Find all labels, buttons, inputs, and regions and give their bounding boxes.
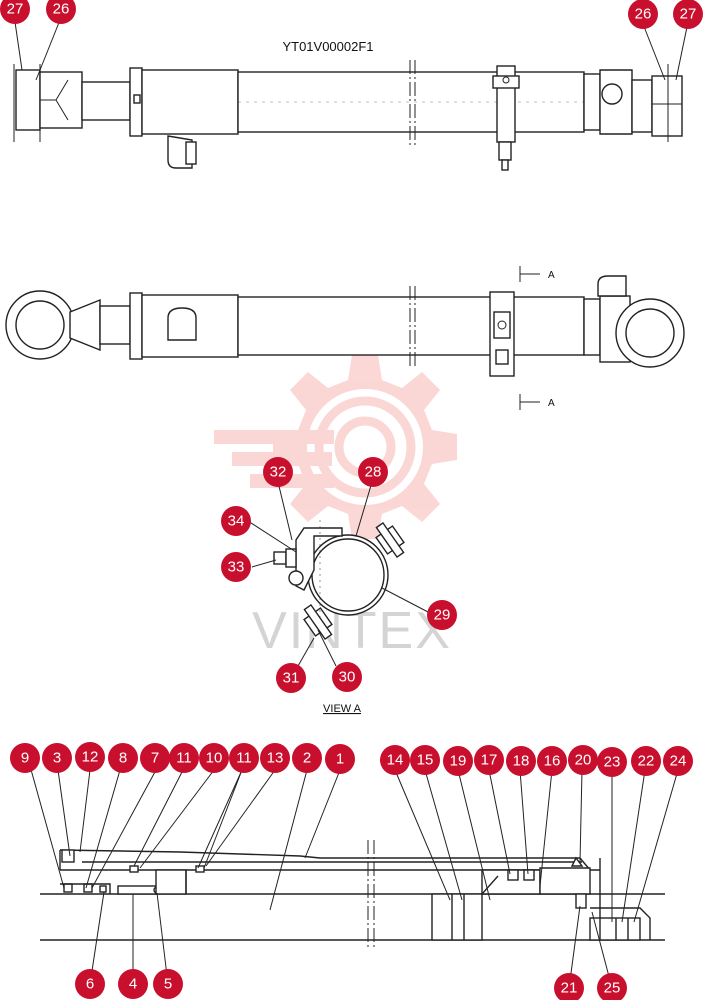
svg-text:11: 11	[236, 750, 252, 767]
svg-text:1: 1	[336, 751, 344, 768]
svg-text:16: 16	[544, 753, 561, 770]
svg-text:4: 4	[129, 976, 137, 993]
callout-14: 14	[380, 745, 410, 775]
callout-12: 12	[75, 742, 105, 772]
svg-text:6: 6	[86, 976, 94, 993]
svg-text:8: 8	[119, 750, 127, 767]
callout-28: 28	[358, 457, 388, 487]
svg-text:24: 24	[670, 753, 687, 770]
callout-22: 22	[631, 746, 661, 776]
svg-text:18: 18	[513, 753, 530, 770]
svg-text:2: 2	[303, 750, 311, 767]
callout-4: 4	[118, 969, 148, 999]
svg-text:5: 5	[164, 976, 172, 993]
callout-9: 9	[10, 743, 40, 773]
svg-text:9: 9	[21, 750, 29, 767]
callout-1: 1	[325, 744, 355, 774]
callout-30: 30	[332, 662, 362, 692]
svg-text:30: 30	[339, 669, 356, 686]
callout-27-right: 27	[673, 0, 703, 29]
drawing-code: YT01V00002F1	[282, 39, 373, 54]
svg-text:17: 17	[481, 752, 498, 769]
svg-text:20: 20	[575, 752, 592, 769]
callout-26-right: 26	[628, 0, 658, 29]
svg-text:15: 15	[417, 752, 434, 769]
cylinder-top-view	[13, 60, 683, 171]
callout-26-left: 26	[46, 0, 76, 24]
svg-text:25: 25	[604, 980, 621, 997]
svg-text:13: 13	[267, 750, 284, 767]
svg-text:7: 7	[151, 750, 159, 767]
callout-21: 21	[554, 973, 584, 1000]
callout-24: 24	[663, 746, 693, 776]
callout-27-left: 27	[0, 0, 30, 24]
leader-lines	[14, 19, 689, 989]
svg-text:27: 27	[7, 1, 24, 18]
callout-11-left: 11	[169, 743, 199, 773]
callout-18: 18	[506, 746, 536, 776]
clamp-view-a: VIEW A	[273, 520, 405, 715]
svg-text:26: 26	[635, 6, 652, 23]
callout-11-right: 11	[229, 743, 259, 773]
callout-34: 34	[221, 506, 251, 536]
section-marker-top: A	[548, 270, 555, 281]
svg-text:12: 12	[82, 749, 99, 766]
callout-32: 32	[263, 457, 293, 487]
svg-text:21: 21	[561, 980, 578, 997]
callout-25: 25	[597, 973, 627, 1000]
cylinder-section-view	[40, 840, 665, 948]
callout-33: 33	[221, 552, 251, 582]
svg-text:28: 28	[365, 464, 382, 481]
callout-5: 5	[153, 969, 183, 999]
cylinder-front-view: A A	[5, 266, 685, 410]
svg-text:3: 3	[53, 750, 61, 767]
svg-text:23: 23	[604, 754, 621, 771]
callout-3: 3	[42, 743, 72, 773]
svg-text:34: 34	[228, 513, 245, 530]
svg-text:10: 10	[206, 750, 223, 767]
svg-text:14: 14	[387, 752, 404, 769]
callout-2: 2	[292, 743, 322, 773]
svg-text:11: 11	[176, 750, 192, 767]
callout-8: 8	[108, 743, 138, 773]
callout-20: 20	[568, 745, 598, 775]
svg-text:27: 27	[680, 6, 697, 23]
callout-29: 29	[427, 600, 457, 630]
callout-31: 31	[276, 663, 306, 693]
callout-17: 17	[474, 745, 504, 775]
svg-text:19: 19	[450, 753, 467, 770]
svg-text:32: 32	[270, 464, 287, 481]
svg-text:22: 22	[638, 753, 655, 770]
callout-23: 23	[597, 747, 627, 777]
callout-7: 7	[140, 743, 170, 773]
callout-13: 13	[260, 743, 290, 773]
callout-16: 16	[537, 746, 567, 776]
svg-text:26: 26	[53, 1, 70, 18]
callout-15: 15	[410, 745, 440, 775]
watermark-gear-logo	[214, 355, 457, 539]
svg-text:31: 31	[283, 670, 300, 687]
callout-10: 10	[199, 743, 229, 773]
callout-6: 6	[75, 969, 105, 999]
view-a-label: VIEW A	[323, 703, 362, 715]
section-marker-bottom: A	[548, 398, 555, 409]
svg-text:33: 33	[228, 559, 245, 576]
callout-19: 19	[443, 746, 473, 776]
svg-text:29: 29	[434, 607, 451, 624]
